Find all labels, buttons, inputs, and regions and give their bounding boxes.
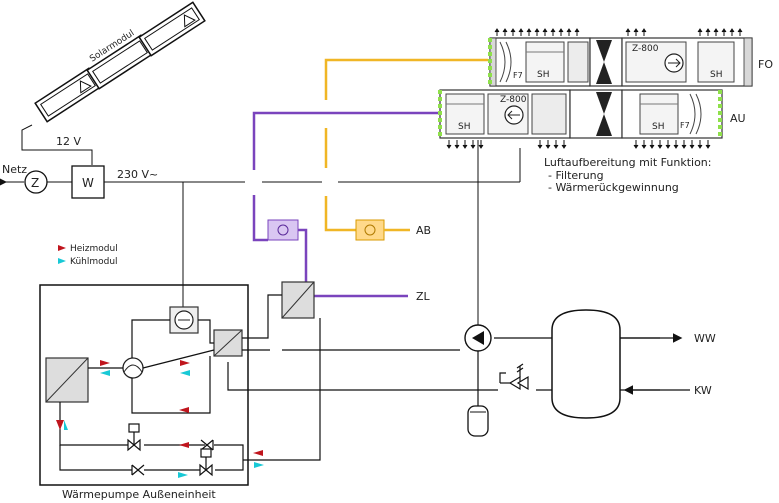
air-treatment-heat-recovery: - Wärmerückgewinnung (548, 181, 679, 194)
solar-cable (21, 124, 93, 165)
grid-label: Netz (2, 163, 27, 176)
heating-flow-markers (56, 360, 263, 456)
safety-valve (499, 363, 529, 391)
air-treatment-filtering: - Filterung (548, 169, 604, 182)
sh-bottom-right: SH (652, 122, 664, 132)
meter-label: Z (31, 176, 39, 190)
sh-bottom-left: SH (458, 122, 470, 132)
filter-class-bottom: F7 (680, 121, 690, 130)
hot-water-storage-tank (551, 309, 621, 419)
air-handling-unit: F7 SH Z-800 SH FO (438, 28, 773, 149)
fan-label-bottom: Z-800 (500, 95, 527, 105)
fan-label-top: Z-800 (632, 44, 659, 54)
expansion-valve-1 (127, 423, 141, 452)
legend-heating-marker (58, 245, 66, 251)
inverter-box (71, 165, 105, 199)
exhaust-duct-upper (324, 58, 488, 100)
filter-class-top: F7 (513, 71, 523, 80)
au-label: AU (730, 112, 746, 125)
solar-panel-3 (138, 1, 206, 57)
four-way-valve (122, 357, 144, 379)
cooling-flow-markers (64, 370, 264, 478)
expansion-vessel (467, 405, 489, 437)
exhaust-damper (355, 219, 385, 241)
sh-top-left: SH (537, 70, 549, 80)
check-valve-2 (131, 464, 145, 476)
air-treatment-title: Luftaufbereitung mit Funktion: (544, 156, 711, 169)
solar-panel-1 (34, 67, 102, 123)
exhaust-duct-lower (324, 196, 356, 232)
expansion-valve-2 (199, 448, 213, 477)
supply-duct-lower (298, 228, 408, 298)
fo-label: FO (758, 58, 773, 71)
supply-arrows-bottom (446, 140, 711, 149)
recuperator-top (596, 40, 612, 62)
legend-cooling-label: Kühlmodul (70, 257, 118, 267)
heatpump-outdoor-unit (39, 284, 249, 486)
legend-heating-label: Heizmodul (70, 244, 118, 254)
legend-cooling-marker (58, 258, 66, 264)
recuperator-bottom (596, 92, 612, 114)
heat-exchanger-top-left (525, 41, 565, 83)
supply-duct-upper (252, 111, 438, 170)
outdoor-unit-label: Wärmepumpe Außeneinheit (62, 488, 216, 501)
supply-damper (267, 219, 299, 241)
check-valve-1 (200, 439, 214, 451)
exhaust-arrows-top (494, 28, 743, 36)
zl-label: ZL (416, 290, 431, 303)
ac-voltage-label: 230 V~ (117, 168, 158, 181)
refrigerant-circuit (59, 319, 244, 471)
ww-label: WW (694, 332, 716, 345)
kw-label: KW (694, 384, 712, 397)
solar-modules (34, 1, 206, 123)
sh-top-right: SH (710, 70, 722, 80)
dc-voltage-label: 12 V (56, 135, 81, 148)
ab-label: AB (416, 224, 431, 237)
inverter-label: W (82, 176, 94, 190)
